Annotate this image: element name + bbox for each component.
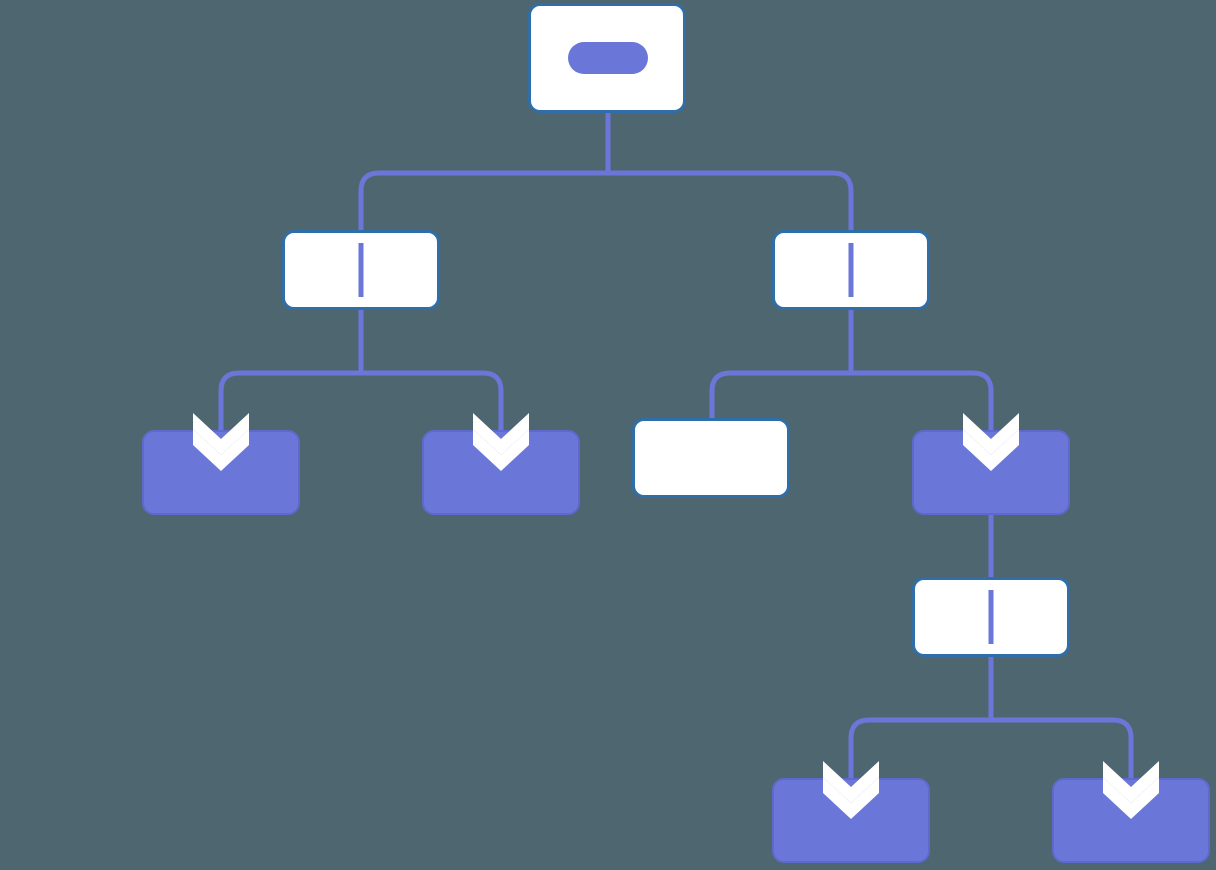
- leaf-node-3[interactable]: [772, 778, 930, 863]
- leaf-node-4[interactable]: [1052, 778, 1210, 863]
- root-node[interactable]: [528, 3, 686, 113]
- branch-node-left[interactable]: [282, 230, 440, 310]
- branch-node-lower[interactable]: [912, 577, 1070, 657]
- branch-node-right-child[interactable]: [912, 430, 1070, 515]
- terminal-node-white[interactable]: [632, 418, 790, 498]
- leaf-node-2[interactable]: [422, 430, 580, 515]
- root-node-pill: [568, 42, 648, 74]
- leaf-node-1[interactable]: [142, 430, 300, 515]
- branch-node-right[interactable]: [772, 230, 930, 310]
